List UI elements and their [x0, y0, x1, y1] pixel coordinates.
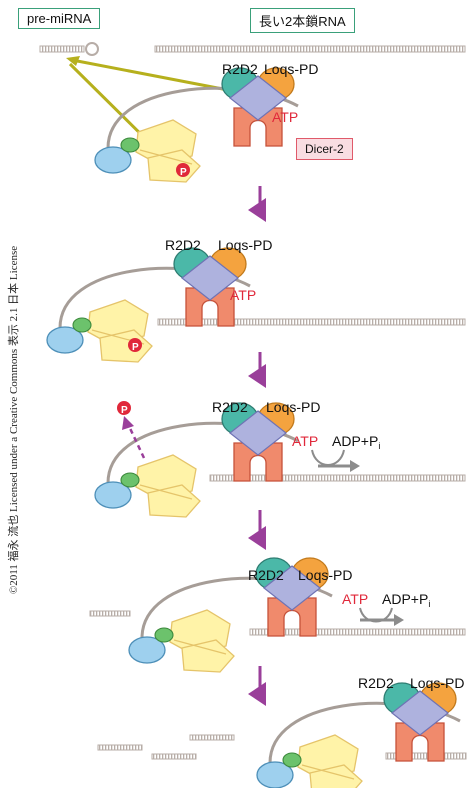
long-dsrna-strand-4: [249, 628, 466, 636]
stage-3: R2D2 Loqs-PD ATP ADP+Pi P: [93, 399, 466, 519]
long-dsrna-strand-5: [385, 752, 467, 760]
stage5-loqs: Loqs-PD: [410, 675, 464, 691]
stage2-r2d2: R2D2: [165, 237, 201, 253]
long-dsrna-strand-2: [157, 318, 466, 326]
stage3-phosphate: P: [121, 405, 128, 416]
phosphate-release-arrow: [126, 423, 146, 459]
stage-1: R2D2 Loqs-PD ATP P: [39, 42, 466, 184]
stage4-loqs: Loqs-PD: [298, 567, 352, 583]
stage1-r2d2: R2D2: [222, 61, 258, 77]
stage4-adp: ADP+Pi: [382, 591, 430, 609]
stage3-loqs: Loqs-PD: [266, 399, 320, 415]
stage-2: R2D2 Loqs-PD ATP P: [45, 237, 466, 364]
stage4-r2d2: R2D2: [248, 567, 284, 583]
olive-arrow-1: [71, 58, 229, 92]
stage1-atp: ATP: [272, 109, 298, 125]
stage-4: R2D2 Loqs-PD ATP ADP+Pi: [89, 556, 466, 674]
stage-5: R2D2 Loqs-PD: [97, 675, 467, 788]
stage4-atp: ATP: [342, 591, 368, 607]
stage2-atp: ATP: [230, 287, 256, 303]
stage3-r2d2: R2D2: [212, 399, 248, 415]
dicer-2-label: Dicer-2: [296, 138, 353, 160]
stage2-phosphate: P: [132, 342, 139, 353]
stage5-r2d2: R2D2: [358, 675, 394, 691]
pre-mirna-hairpin: [39, 42, 99, 56]
long-dsrna-strand-3: [209, 474, 466, 482]
pre-mirna-label: pre-miRNA: [18, 8, 101, 29]
stage3-atp-hydrolysis-arc: [311, 449, 345, 466]
stage3-atp: ATP: [292, 433, 318, 449]
copyright-text: ©2011 福永 流也 Licensed under a Creative Co…: [8, 245, 20, 595]
sirna-fragment-5b: [189, 734, 235, 741]
long-dsrna-label: 長い2本鎖RNA: [250, 8, 355, 33]
stage3-adp: ADP+Pi: [332, 433, 380, 451]
stage1-phosphate: P: [180, 167, 187, 178]
stage2-loqs: Loqs-PD: [218, 237, 272, 253]
copyright-credit: ©2011 福永 流也 Licensed under a Creative Co…: [4, 160, 22, 680]
sirna-fragment-5c: [151, 753, 197, 760]
stage1-loqs: Loqs-PD: [264, 61, 318, 77]
sirna-fragment-4a: [89, 610, 131, 617]
sirna-fragment-5a: [97, 744, 143, 751]
long-dsrna-strand-1: [154, 45, 466, 53]
